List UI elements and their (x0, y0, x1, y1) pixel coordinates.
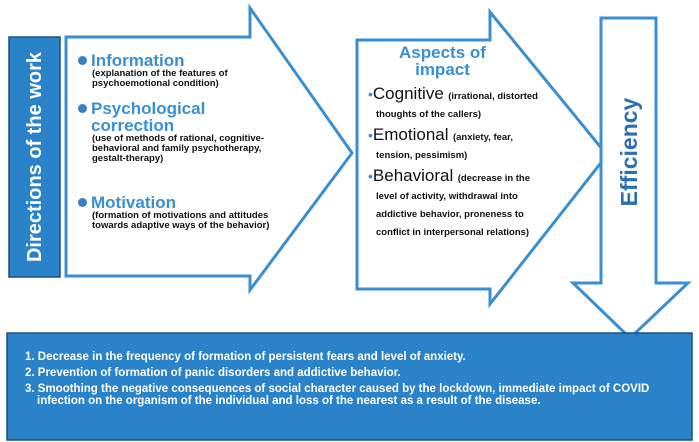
result-item: 3. Smoothing the negative consequences o… (25, 383, 650, 407)
direction-heading: Motivation (91, 193, 176, 212)
result-item: 2. Prevention of formation of panic diso… (25, 367, 401, 379)
bullet-icon: • (368, 86, 373, 102)
direction-description: (use of methods of rational, cognitive-b… (92, 133, 265, 164)
bullet-icon (78, 198, 87, 207)
aspects-title: Aspects of impact (399, 43, 486, 79)
bullet-icon (78, 56, 87, 65)
direction-heading: Psychological correction (91, 99, 206, 135)
aspect-description: (irrational, distorted thoughts of the c… (376, 91, 538, 120)
aspect-description: (decrease in the level of activity, with… (376, 173, 531, 238)
results-box (6, 332, 693, 441)
direction-heading: Information (91, 51, 185, 70)
aspect-item-cognitive: •Cognitive (irrational, distorted though… (368, 84, 538, 122)
bullet-icon (78, 104, 87, 113)
results-list: 1. Decrease in the frequency of formatio… (25, 351, 675, 407)
aspect-item-behavioral: •Behavioral (decrease in the level of ac… (368, 166, 538, 240)
direction-item-motivation: Motivation (formation of motivations and… (78, 194, 303, 231)
bullet-icon: • (368, 168, 373, 184)
direction-description: (formation of motivations and attitudes … (92, 210, 270, 231)
aspect-name: Emotional (372, 125, 449, 144)
direction-item-psychological-correction: Psychological correction (use of methods… (78, 100, 303, 164)
directions-list: Information (explanation of the features… (78, 52, 303, 231)
directions-title: Directions of the work (24, 51, 46, 263)
efficiency-title: Efficiency (616, 97, 642, 207)
aspects-arrow (355, 7, 609, 309)
directions-arrow (64, 3, 354, 295)
directions-box (8, 36, 61, 278)
aspect-name: Cognitive (372, 84, 444, 103)
bullet-icon: • (368, 127, 373, 143)
aspect-description: (anxiety, fear, tension, pessimism) (376, 132, 513, 161)
aspect-item-emotional: •Emotional (anxiety, fear, tension, pess… (368, 125, 538, 163)
result-item: 1. Decrease in the frequency of formatio… (25, 351, 466, 363)
aspects-list: •Cognitive (irrational, distorted though… (368, 84, 538, 240)
aspect-name: Behavioral (372, 166, 454, 185)
direction-description: (explanation of the features of psychoem… (92, 68, 228, 89)
direction-item-information: Information (explanation of the features… (78, 52, 303, 89)
efficiency-arrow (569, 16, 692, 341)
